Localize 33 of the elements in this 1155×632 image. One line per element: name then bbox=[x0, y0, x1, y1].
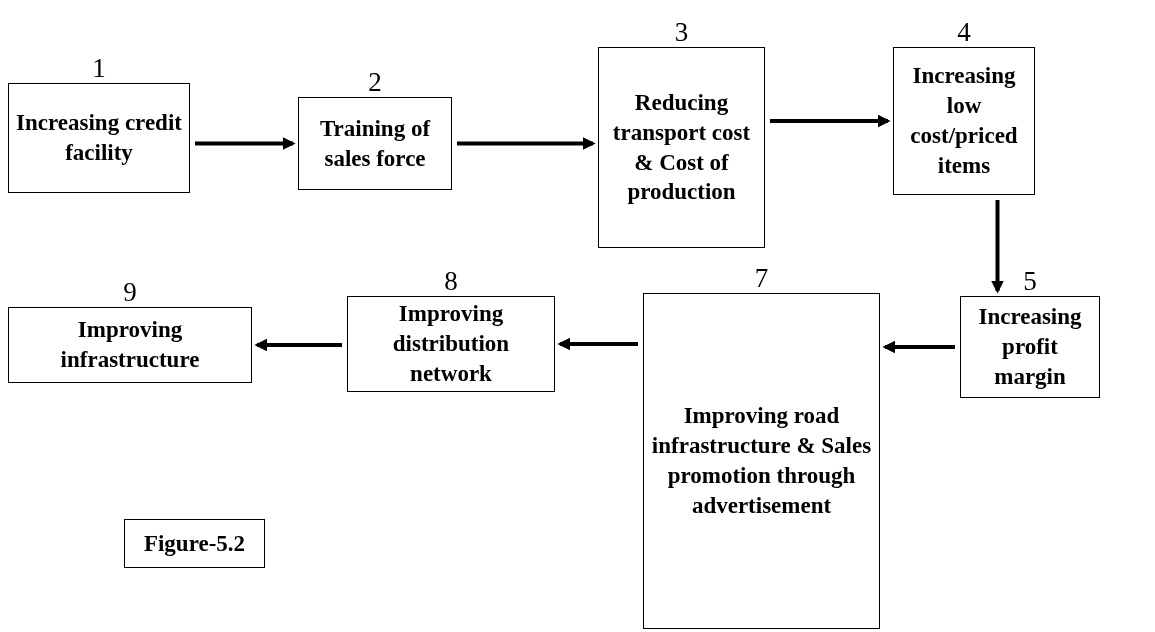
box-label: Reducing transport cost & Cost of production bbox=[611, 88, 752, 207]
arrow bbox=[882, 340, 955, 354]
process-box bbox=[960, 296, 1100, 398]
arrow bbox=[557, 337, 638, 351]
step-number: 1 bbox=[91, 55, 107, 82]
arrow bbox=[195, 137, 296, 150]
box-label: Training of sales force bbox=[318, 114, 432, 173]
step-number: 3 bbox=[673, 19, 690, 46]
box-label: Figure-5.2 bbox=[143, 529, 246, 558]
process-box bbox=[347, 296, 555, 392]
box-label: Increasing low cost/priced items bbox=[909, 62, 1019, 180]
arrow bbox=[770, 114, 891, 128]
step-number: 7 bbox=[753, 265, 770, 292]
arrow bbox=[457, 137, 596, 150]
process-box bbox=[124, 519, 265, 568]
step-number: 2 bbox=[367, 69, 383, 96]
box-label: Improving infrastructure bbox=[59, 316, 201, 374]
box-label: Increasing credit facility bbox=[15, 109, 183, 167]
arrow bbox=[991, 200, 1004, 294]
box-label: Increasing profit margin bbox=[977, 303, 1083, 391]
process-box bbox=[893, 47, 1035, 195]
process-box bbox=[8, 307, 252, 383]
process-box bbox=[643, 293, 880, 629]
step-number: 5 bbox=[1022, 268, 1038, 295]
arrow bbox=[254, 338, 342, 352]
step-number: 9 bbox=[122, 279, 138, 306]
step-number: 8 bbox=[443, 268, 459, 295]
box-label: Improving road infrastructure & Sales promotion through advertisement bbox=[650, 402, 873, 520]
process-box bbox=[598, 47, 765, 248]
step-number: 4 bbox=[956, 19, 972, 46]
box-label: Improving distribution network bbox=[391, 300, 511, 388]
process-box bbox=[8, 83, 190, 193]
process-box bbox=[298, 97, 452, 190]
